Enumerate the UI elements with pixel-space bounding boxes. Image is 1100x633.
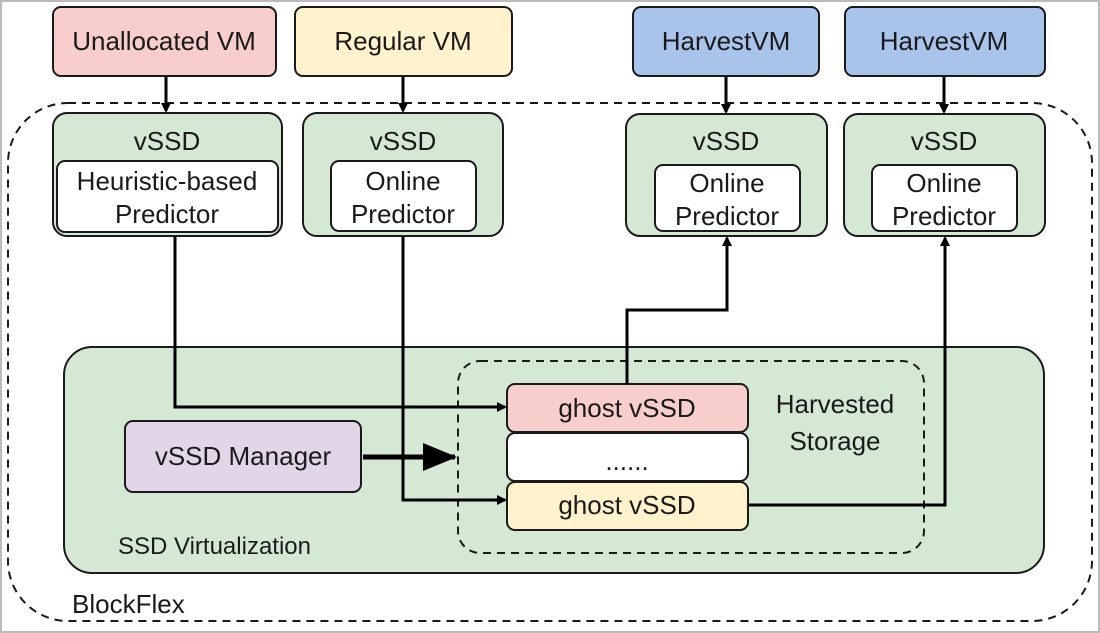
predictor-3-line1: Online bbox=[689, 168, 764, 198]
vssd-title-2: vSSD bbox=[370, 126, 436, 156]
ghost-vssd-bottom-label: ghost vSSD bbox=[558, 490, 695, 520]
blockflex-container bbox=[7, 102, 1093, 622]
vssd-title-3: vSSD bbox=[693, 126, 759, 156]
predictor-2-line2: Predictor bbox=[351, 199, 455, 229]
ssd-virtualization-label: SSD Virtualization bbox=[118, 533, 311, 560]
ghost-vssd-ellipsis: ...... bbox=[605, 446, 648, 476]
vssd-manager-label: vSSD Manager bbox=[155, 441, 332, 471]
predictor-box-3 bbox=[654, 164, 801, 232]
predictor-4-line1: Online bbox=[906, 168, 981, 198]
vm-label-unallocated: Unallocated VM bbox=[72, 26, 256, 56]
arrow-vssd1-to-ghost-top bbox=[173, 236, 507, 412]
arrow-vssd2-to-ghost-bottom bbox=[401, 236, 507, 505]
predictor-2-line1: Online bbox=[365, 166, 440, 196]
predictor-box-1 bbox=[56, 160, 279, 233]
vssd-manager-box bbox=[124, 420, 362, 493]
arrow-ghost-top-to-vssd3 bbox=[625, 236, 732, 384]
blockflex-label: BlockFlex bbox=[72, 589, 185, 619]
predictor-3-line2: Predictor bbox=[675, 201, 779, 231]
predictor-1-line2: Predictor bbox=[115, 199, 219, 229]
predictor-1-line1: Heuristic-based bbox=[77, 166, 258, 196]
harvested-storage-label-line2: Storage bbox=[789, 426, 880, 456]
predictor-4-line2: Predictor bbox=[892, 201, 996, 231]
arrow-ghost-bottom-to-vssd4 bbox=[748, 236, 950, 507]
ghost-vssd-top-label: ghost vSSD bbox=[558, 393, 695, 423]
harvested-storage-label-line1: Harvested bbox=[776, 389, 895, 419]
harvested-storage-region bbox=[457, 360, 925, 554]
vm-label-harvest-1: HarvestVM bbox=[662, 26, 791, 56]
vssd-title-4: vSSD bbox=[911, 126, 977, 156]
vm-label-regular: Regular VM bbox=[334, 26, 471, 56]
predictor-box-4 bbox=[871, 164, 1018, 232]
predictor-box-2 bbox=[330, 160, 477, 232]
vm-label-harvest-2: HarvestVM bbox=[880, 26, 1009, 56]
vssd-title-1: vSSD bbox=[134, 126, 200, 156]
